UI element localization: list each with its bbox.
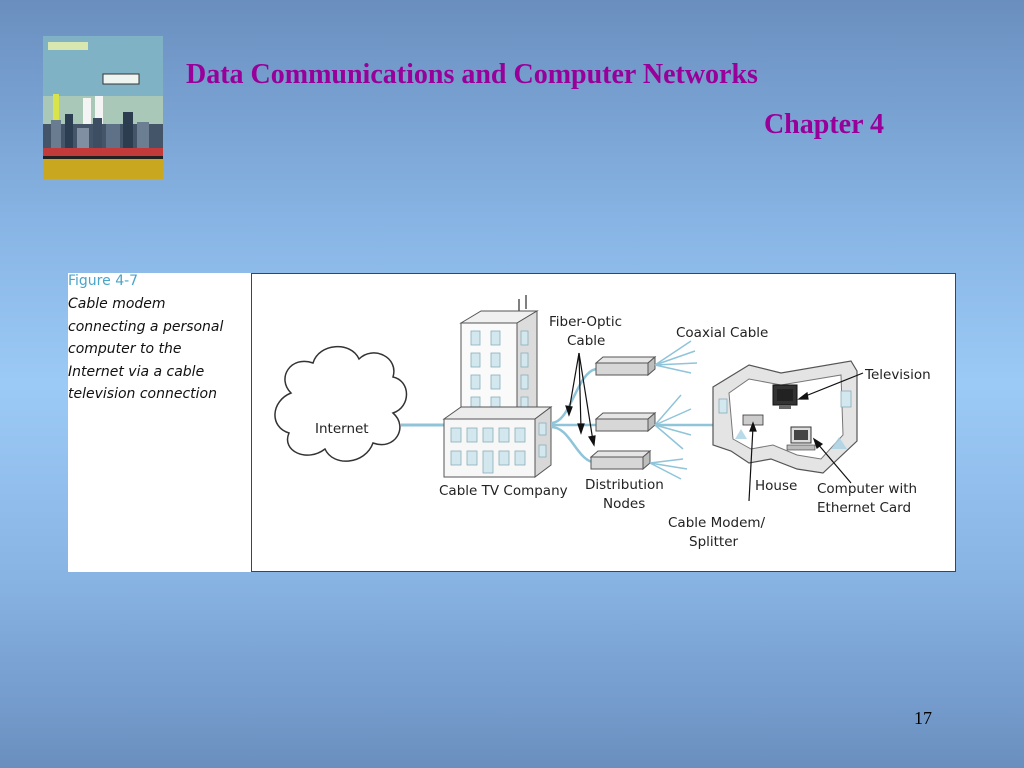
computer-icon xyxy=(786,426,816,451)
network-diagram: Internet xyxy=(251,273,956,572)
house-decor xyxy=(735,429,847,449)
distribution-node xyxy=(589,449,652,471)
slide-subtitle: Chapter 4 xyxy=(763,109,884,140)
figure-label: Figure 4-7 xyxy=(68,273,139,289)
distribution-nodes-label-line1: Distribution xyxy=(585,477,664,493)
caption-line: television connection xyxy=(68,386,217,402)
television-label: Television xyxy=(864,367,931,383)
label-pointer-arrows xyxy=(748,372,864,502)
television-icon xyxy=(772,384,798,409)
cable-tv-company-label: Cable TV Company xyxy=(439,483,568,499)
distribution-nodes-label-line2: Nodes xyxy=(603,496,645,512)
distribution-node xyxy=(594,355,657,377)
fiber-optic-label-line1: Fiber-Optic xyxy=(549,314,622,330)
fiber-optic-label-line2: Cable xyxy=(567,333,605,349)
cable-modem-label-line2: Splitter xyxy=(689,534,739,550)
computer-label-line2: Ethernet Card xyxy=(817,500,911,516)
cable-modem-label-line1: Cable Modem/ xyxy=(668,515,766,531)
computer-label-line1: Computer with xyxy=(817,481,917,497)
distribution-node xyxy=(594,411,657,433)
figure-caption-panel: Figure 4-7 Cable modem connecting a pers… xyxy=(68,273,251,572)
caption-line: Internet via a cable xyxy=(68,363,205,380)
network-diagram-svg: Internet xyxy=(251,273,956,572)
figure-caption: Cable modem connecting a personal comput… xyxy=(68,293,251,406)
slide-title: Data Communications and Computer Network… xyxy=(186,59,758,90)
caption-line: computer to the xyxy=(68,341,182,357)
cable-tv-building: Cable TV Company xyxy=(439,295,568,499)
caption-line: Cable modem xyxy=(68,296,166,312)
caption-line: connecting a personal xyxy=(68,318,224,335)
fiber-optic-pointer-arrows xyxy=(565,352,596,447)
slide-number: 17 xyxy=(914,708,932,728)
internet-cloud: Internet xyxy=(274,345,408,462)
book-cover-image xyxy=(43,36,163,179)
coaxial-cable-label: Coaxial Cable xyxy=(676,325,768,341)
internet-label: Internet xyxy=(315,421,369,437)
house-label: House xyxy=(755,478,797,494)
